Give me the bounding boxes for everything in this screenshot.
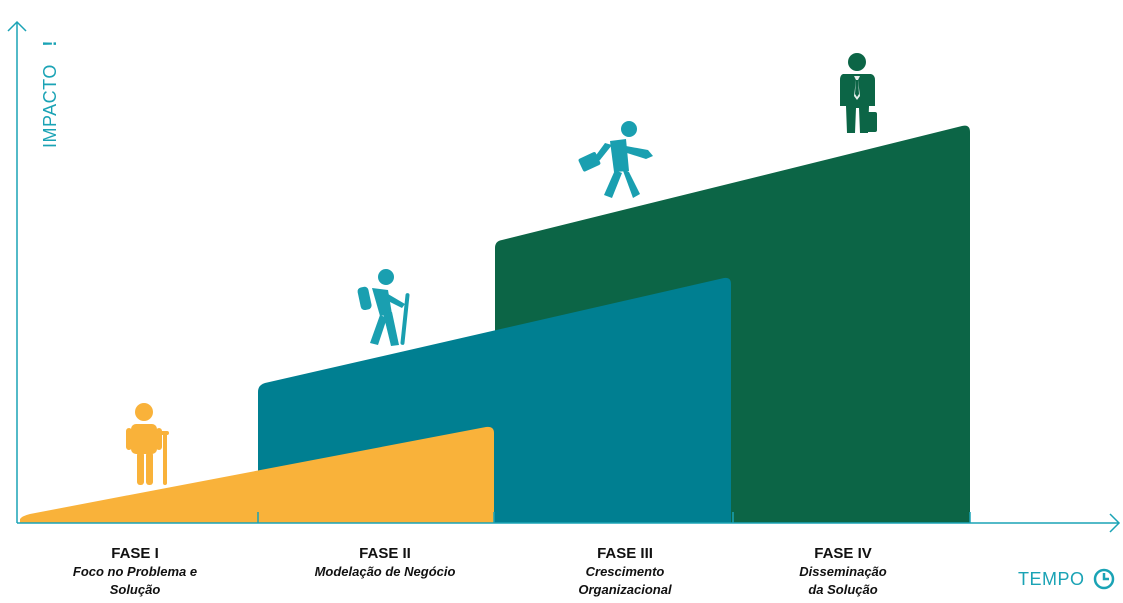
businessman-icon <box>840 53 877 133</box>
phase-3-title: FASE III <box>597 545 653 562</box>
exclamation-icon: ! <box>40 40 60 47</box>
phase-4-label: FASE IV Disseminação da Solução <box>738 544 948 599</box>
old-person-with-cane-icon <box>126 403 169 485</box>
phase-1-label: FASE I Foco no Problema e Solução <box>30 544 240 599</box>
clock-icon <box>1093 568 1114 590</box>
x-axis-arrow <box>1109 513 1121 533</box>
phase-4-desc-2: da Solução <box>808 582 878 597</box>
x-axis-label-text: TEMPO <box>1018 568 1085 589</box>
phase-2-title: FASE II <box>359 545 411 562</box>
y-axis-label-text: IMPACTO <box>40 64 60 148</box>
phase-1-title: FASE I <box>111 545 159 562</box>
hiker-icon <box>357 269 410 346</box>
phase-4-desc-1: Disseminação <box>799 564 887 579</box>
phase-1-ramp <box>20 426 494 523</box>
phase-1-desc-2: Solução <box>109 582 161 597</box>
phase-3-desc-1: Crescimento <box>585 564 665 579</box>
phase-2-label: FASE II Modelação de Negócio <box>280 544 490 581</box>
phase-1-desc-1: Foco no Problema e <box>72 564 198 579</box>
phase-4-title: FASE IV <box>814 545 872 562</box>
walking-businessman-icon <box>578 121 653 198</box>
phase-2-desc-1: Modelação de Negócio <box>314 564 456 579</box>
y-axis-arrow <box>7 20 27 32</box>
phase-3-label: FASE III Crescimento Organizacional <box>520 544 730 599</box>
phase-3-desc-2: Organizacional <box>578 582 672 597</box>
x-axis-label: TEMPO <box>1018 568 1115 590</box>
